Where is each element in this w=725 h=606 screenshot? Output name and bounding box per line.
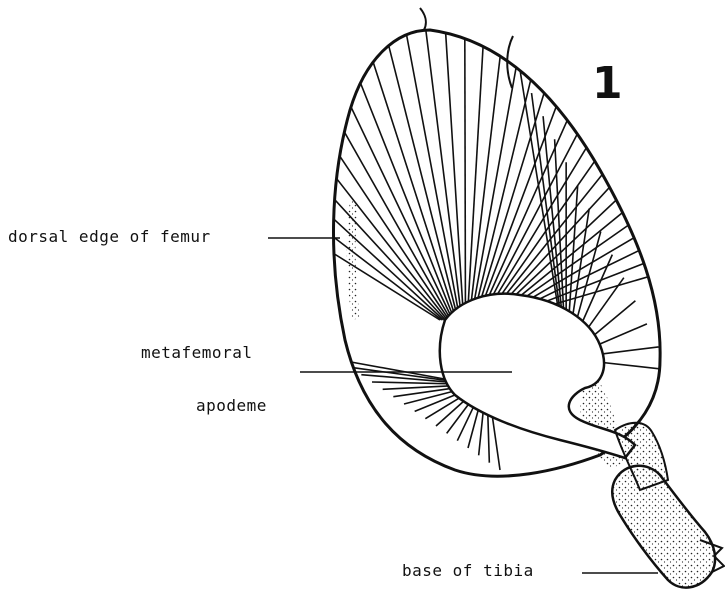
muscle-fibre (282, 142, 446, 320)
figure-number: 1 (592, 58, 623, 109)
label-apodeme-line1: metafemoral (141, 343, 252, 362)
muscle-fibre (467, 0, 486, 320)
metafemoral-apodeme (440, 294, 635, 458)
muscle-fibre (274, 164, 444, 320)
muscle-fibre (303, 101, 449, 320)
muscle-fibre (423, 4, 462, 320)
muscle-fibre (465, 0, 466, 320)
muscle-fibre (347, 50, 454, 320)
stippled-edge (347, 200, 360, 320)
muscle-fibre (543, 116, 563, 326)
label-dorsal-edge: dorsal edge of femur (8, 227, 211, 246)
coxa-outline (420, 8, 513, 88)
muscle-fibre (491, 136, 716, 320)
tibia-base (612, 466, 715, 588)
muscle-fibre (365, 35, 457, 320)
label-tibia-base: base of tibia (402, 561, 534, 580)
label-apodeme-line2: apodeme (196, 396, 267, 415)
